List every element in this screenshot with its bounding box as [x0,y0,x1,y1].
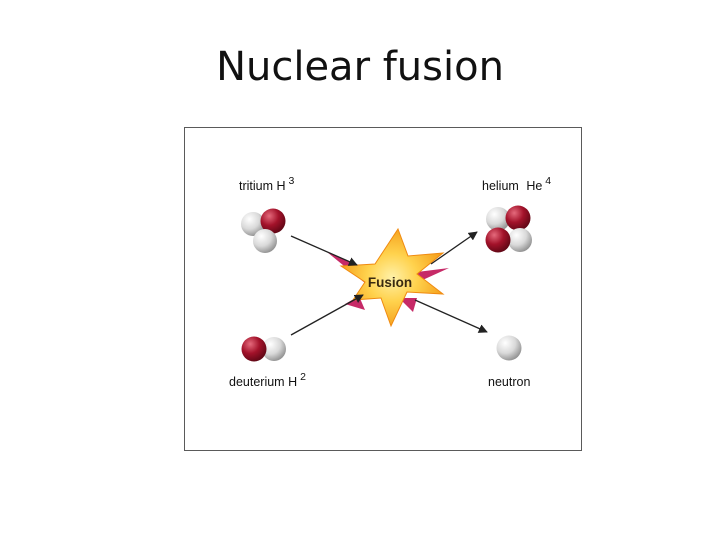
neutron-ball [262,337,286,361]
fusion-label: Fusion [368,275,412,290]
neutron-ball [241,212,265,236]
arrow-tritium-to-fusion [290,235,358,266]
proton-ball [485,227,511,253]
free-neutron [496,335,522,361]
deuterium-nucleus [241,336,286,362]
slide-title: Nuclear fusion [216,44,504,90]
helium-nucleus [485,205,532,253]
neutron-ball [253,229,277,253]
neutron-ball [486,207,510,231]
neutron-label: neutron [488,375,530,389]
tritium-nucleus [241,208,286,253]
neutron-ball [508,228,532,252]
proton-ball [260,208,286,234]
proton-ball [505,205,531,231]
arrow-fusion-to-helium [430,231,478,265]
arrow-fusion-to-neutron [414,299,488,333]
fusion-star [339,227,445,328]
proton-ball [241,336,267,362]
arrow-deuterium-to-fusion [290,294,364,336]
